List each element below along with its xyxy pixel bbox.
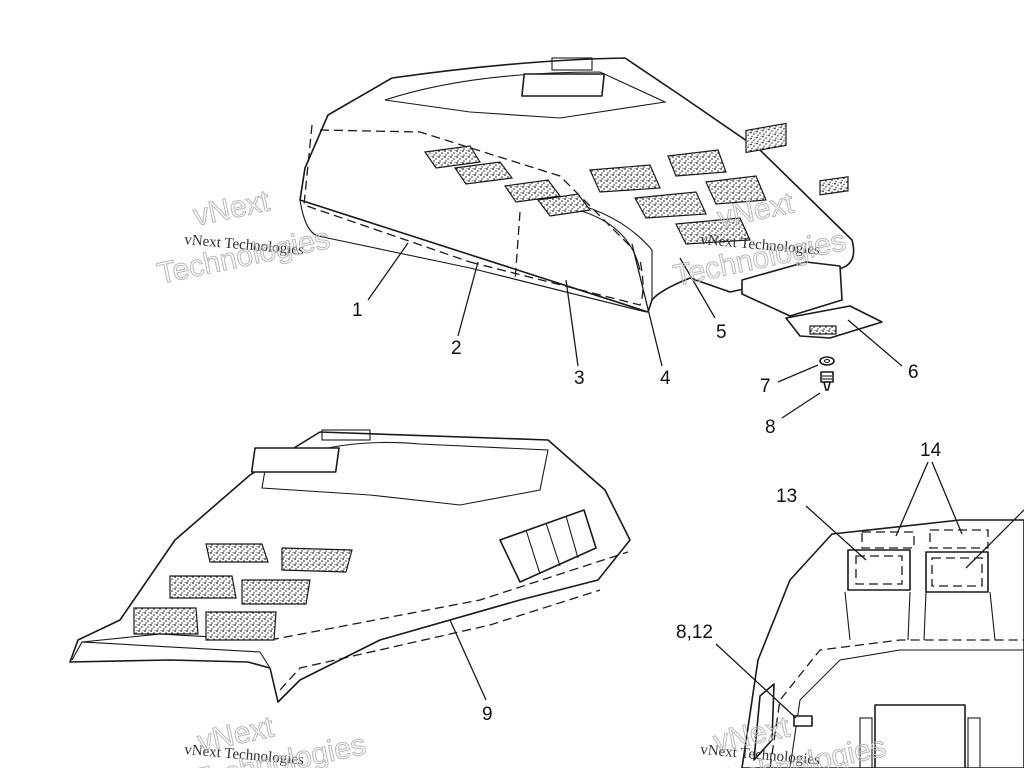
- callout-14: 14: [920, 440, 942, 461]
- screw-part-8: [820, 371, 834, 391]
- callout-6: 6: [908, 362, 919, 383]
- leader-1: [367, 242, 409, 301]
- decal-outline-2: [469, 259, 644, 306]
- leader-5: [679, 257, 716, 319]
- leader-13: [805, 505, 867, 561]
- decal-outline-front: [769, 639, 1024, 768]
- decal-outline-9: [269, 551, 629, 691]
- decal-part-13: [847, 549, 911, 591]
- leader-3: [565, 279, 579, 367]
- hood-side-slat-vent: [499, 509, 597, 583]
- watermark-bottom-left: vNext Technologies vNext Technologies: [184, 710, 370, 768]
- callout-1: 1: [352, 300, 363, 321]
- callout-4: 4: [660, 368, 671, 389]
- leader-14b: [931, 461, 963, 535]
- hood-front-windscreen: [874, 704, 966, 768]
- hood-top-view: [299, 57, 883, 391]
- decal-outline-4: [319, 129, 631, 247]
- hood-side-vents: [133, 543, 353, 641]
- hood-side-view: [69, 429, 631, 703]
- callout-13: 13: [776, 486, 797, 507]
- callout-7: 7: [760, 376, 771, 397]
- callout-labels: 1 2 3 4 5 6 7 8 9 13 14 8,12: [352, 300, 942, 725]
- callout-2: 2: [451, 338, 462, 359]
- leader-8-12: [715, 643, 797, 719]
- leader-right-edge: [965, 509, 1024, 569]
- callout-8: 8: [765, 417, 776, 438]
- leader-2: [457, 261, 479, 337]
- hood-top-right-vents: [589, 149, 767, 245]
- leader-14a: [895, 461, 929, 537]
- hood-side-hatch: [250, 447, 340, 473]
- leader-6: [847, 319, 903, 367]
- bracket-part-6: [741, 122, 883, 339]
- washer-part-7: [819, 356, 835, 366]
- decal-part-14: [861, 529, 989, 593]
- leader-4: [631, 243, 663, 367]
- callout-5: 5: [716, 322, 727, 343]
- leader-lines: [367, 242, 1024, 719]
- hood-top-left-vents: [423, 145, 592, 217]
- watermark-top-left-word-one: vNext: [191, 184, 274, 232]
- decal-outline-3: [514, 211, 521, 283]
- leader-7: [777, 364, 819, 383]
- watermark-top-left-word-two: Technologies: [155, 222, 333, 291]
- hood-side-hatch-frame: [321, 429, 371, 441]
- callout-8-12: 8,12: [676, 622, 713, 643]
- leader-9: [449, 619, 487, 701]
- hood-top-roof: [384, 71, 667, 119]
- hood-top-side-panel: [299, 114, 647, 313]
- hood-top-hatch-frame: [551, 57, 593, 71]
- side-bracket-part-12: [753, 683, 775, 761]
- decal-outline-1: [303, 124, 471, 263]
- callout-9: 9: [482, 704, 493, 725]
- fastener-part-8: [793, 715, 813, 727]
- hood-front-view: [741, 519, 1024, 768]
- hood-top-hatch: [521, 73, 606, 97]
- leader-8: [781, 392, 821, 419]
- hood-top-body: [299, 57, 855, 313]
- callout-3: 3: [574, 368, 585, 389]
